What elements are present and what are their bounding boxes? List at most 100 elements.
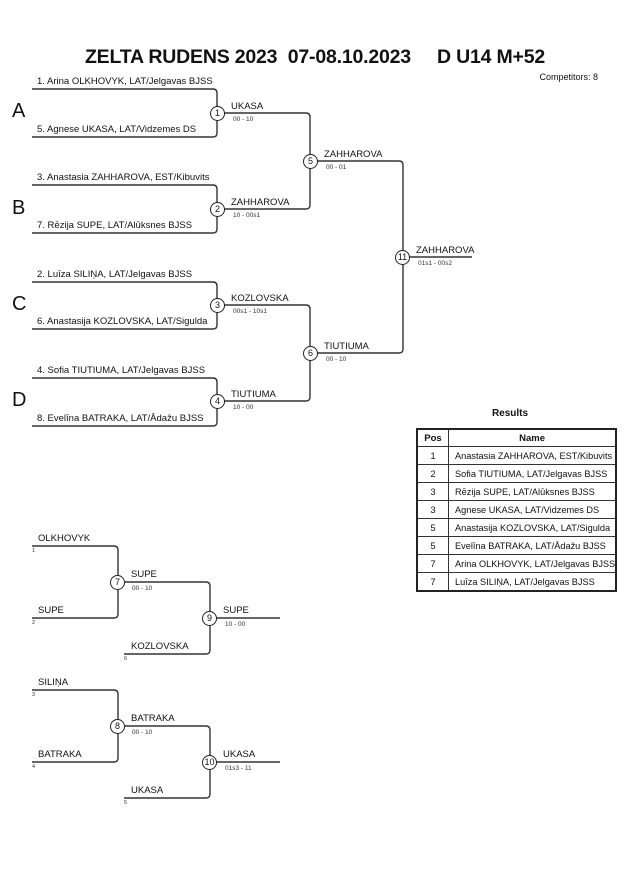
line-match-8-winner <box>118 725 211 762</box>
repechage-athlete: BATRAKA <box>38 749 82 760</box>
match-winner: TIUTIUMA <box>324 341 369 352</box>
pool-label-c: C <box>12 293 27 315</box>
repechage-athlete: UKASA <box>131 785 164 796</box>
line-rep-supe <box>32 582 119 619</box>
match-score: 00 - 10 <box>132 585 153 592</box>
match-winner: TIUTIUMA <box>231 389 276 400</box>
match-number: 2 <box>210 202 225 217</box>
bronze-winner: UKASA <box>223 749 256 760</box>
line-athlete-7 <box>32 209 218 234</box>
match-number: 10 <box>202 755 217 770</box>
repechage-seed: 2 <box>32 620 36 626</box>
match-score: 10 - 00s1 <box>233 212 261 219</box>
result-pos: 5 <box>416 536 449 555</box>
line-athlete-4 <box>32 377 218 401</box>
repechage-seed: 6 <box>124 656 128 662</box>
match-winner: ZAHHAROVA <box>324 149 383 160</box>
match-winner: ZAHHAROVA <box>231 197 290 208</box>
match-number: 3 <box>210 298 225 313</box>
line-athlete-2 <box>32 281 218 305</box>
competitors-count: Competitors: 8 <box>539 72 598 82</box>
line-athlete-8 <box>32 401 218 427</box>
match-score: 01s3 - 11 <box>225 765 252 772</box>
line-rep-kozlovska <box>124 618 211 655</box>
line-match-7-winner <box>118 581 211 618</box>
athlete-entry: 2. Luīza SILIŅA, LAT/Jelgavas BJSS <box>37 269 193 280</box>
match-number: 5 <box>303 154 318 169</box>
line-match-1-winner <box>217 112 311 161</box>
result-pos: 7 <box>416 554 449 573</box>
match-winner: BATRAKA <box>131 713 175 724</box>
athlete-entry: 8. Evelīna BATRAKA, LAT/Ādažu BJSS <box>37 413 204 424</box>
result-pos: 7 <box>416 572 449 592</box>
result-name: Rēzija SUPE, LAT/Alūksnes BJSS <box>448 482 617 501</box>
results-header-name: Name <box>448 428 617 447</box>
match-score: 10 - 00 <box>225 621 246 628</box>
repechage-seed: 5 <box>124 800 128 806</box>
repechage-athlete: SILIŅA <box>38 677 69 688</box>
result-name: Anastasija KOZLOVSKA, LAT/Sigulda <box>448 518 617 537</box>
match-number: 11 <box>395 250 410 265</box>
match-number: 4 <box>210 394 225 409</box>
result-name: Arina OLKHOVYK, LAT/Jelgavas BJSS <box>448 554 617 573</box>
line-rep-ukasa <box>124 762 211 799</box>
line-rep-batraka <box>32 726 119 763</box>
match-score: 10 - 00 <box>233 404 254 411</box>
athlete-entry: 1. Arina OLKHOVYK, LAT/Jelgavas BJSS <box>37 76 213 87</box>
line-match-3-winner <box>217 304 311 353</box>
final-winner: ZAHHAROVA <box>416 245 475 256</box>
repechage-seed: 4 <box>32 764 36 770</box>
athlete-entry: 5. Agnese UKASA, LAT/Vidzemes DS <box>37 124 197 135</box>
line-rep-olkhovyk <box>32 545 119 582</box>
line-athlete-5 <box>32 113 218 138</box>
line-match-6-winner <box>310 257 404 354</box>
pool-label-a: A <box>12 100 26 122</box>
results-header-pos: Pos <box>416 428 449 447</box>
match-number: 9 <box>202 611 217 626</box>
line-match-4-winner <box>217 353 311 402</box>
line-athlete-1 <box>32 88 218 113</box>
result-pos: 1 <box>416 446 449 465</box>
line-athlete-3 <box>32 184 218 209</box>
match-score: 00 - 01 <box>326 164 347 171</box>
match-score: 00s1 - 10s1 <box>233 308 267 315</box>
repechage-athlete: OLKHOVYK <box>38 533 91 544</box>
line-match-5-winner <box>310 160 404 257</box>
pool-label-b: B <box>12 197 26 219</box>
match-number: 7 <box>110 575 125 590</box>
result-name: Anastasia ZAHHAROVA, EST/Kibuvits <box>448 446 617 465</box>
repechage-seed: 1 <box>32 548 36 554</box>
match-score: 00 - 10 <box>326 356 347 363</box>
results-header-row: Pos Name <box>416 428 617 447</box>
athlete-entry: 6. Anastasija KOZLOVSKA, LAT/Sigulda <box>37 316 208 327</box>
results-title: Results <box>491 408 529 419</box>
match-number: 8 <box>110 719 125 734</box>
line-athlete-6 <box>32 305 218 330</box>
repechage-athlete: KOZLOVSKA <box>131 641 189 652</box>
result-pos: 5 <box>416 518 449 537</box>
page-title: ZELTA RUDENS 2023 07-08.10.2023 D U14 M+… <box>84 46 546 68</box>
match-score: 00 - 10 <box>233 116 254 123</box>
match-winner: KOZLOVSKA <box>231 293 289 304</box>
athlete-entry: 7. Rēzija SUPE, LAT/Alūksnes BJSS <box>37 220 193 231</box>
match-winner: UKASA <box>231 101 264 112</box>
line-rep-silina <box>32 689 119 726</box>
result-pos: 2 <box>416 464 449 483</box>
result-name: Sofia TIUTIUMA, LAT/Jelgavas BJSS <box>448 464 617 483</box>
repechage-athlete: SUPE <box>38 605 64 616</box>
pool-label-d: D <box>12 389 27 411</box>
match-score: 01s1 - 00s2 <box>418 260 452 267</box>
result-name: Evelīna BATRAKA, LAT/Ādažu BJSS <box>448 536 617 555</box>
bronze-winner: SUPE <box>223 605 249 616</box>
line-match-2-winner <box>217 161 311 210</box>
match-score: 00 - 10 <box>132 729 153 736</box>
